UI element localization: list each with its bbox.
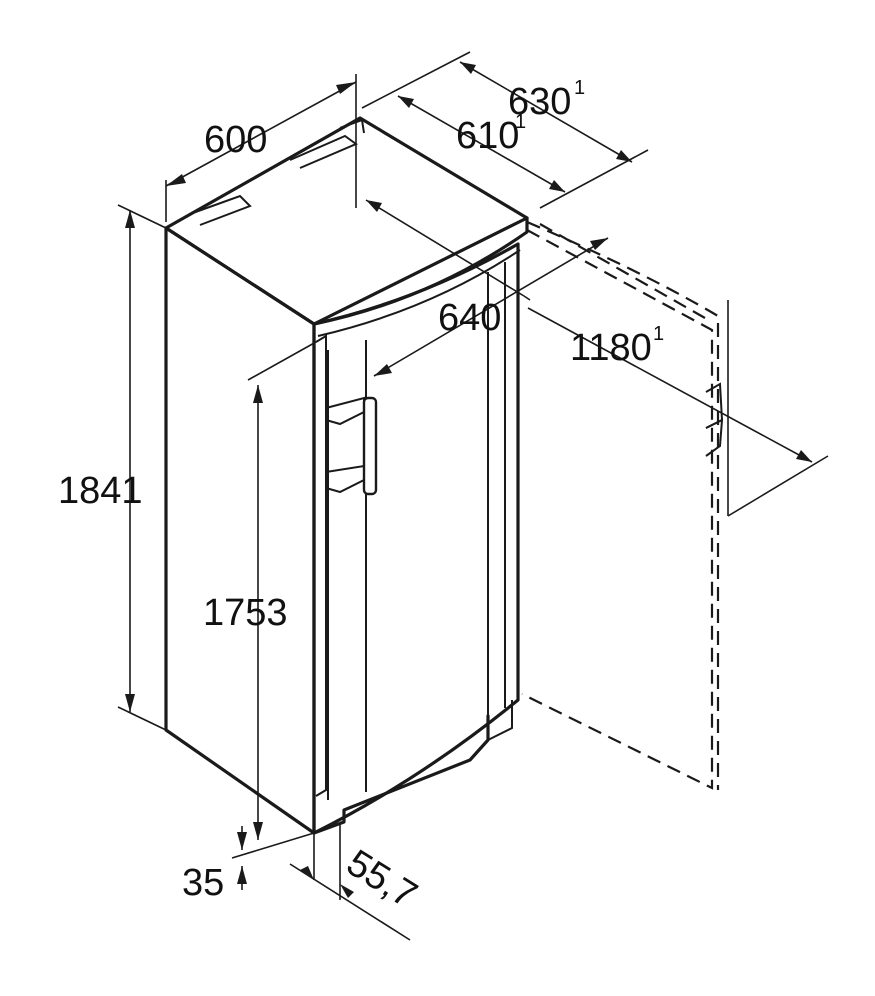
label-depth-door-open-footnote: 1	[653, 323, 664, 345]
label-depth-handle: 640	[438, 297, 501, 339]
label-plinth-height: 35	[182, 862, 224, 904]
label-height-body: 1753	[203, 592, 288, 634]
label-depth-door-open: 1180	[570, 327, 652, 369]
label-width: 600	[204, 119, 267, 161]
door-open-outline	[521, 220, 724, 790]
label-depth-total-footnote: 1	[574, 77, 585, 99]
label-depth-body: 610	[456, 115, 519, 157]
arrowheads	[125, 62, 812, 898]
label-depth-body-footnote: 1	[515, 111, 526, 133]
dimension-labels: 1841 1753 35 55,7 600 610 1 630 1 640 11…	[58, 77, 664, 917]
dimension-lines	[117, 51, 829, 941]
door-handle	[325, 396, 378, 496]
appliance-body	[164, 116, 529, 835]
label-height-total: 1841	[58, 470, 143, 512]
label-depth-total: 630	[508, 81, 571, 123]
label-door-offset: 55,7	[339, 842, 424, 917]
